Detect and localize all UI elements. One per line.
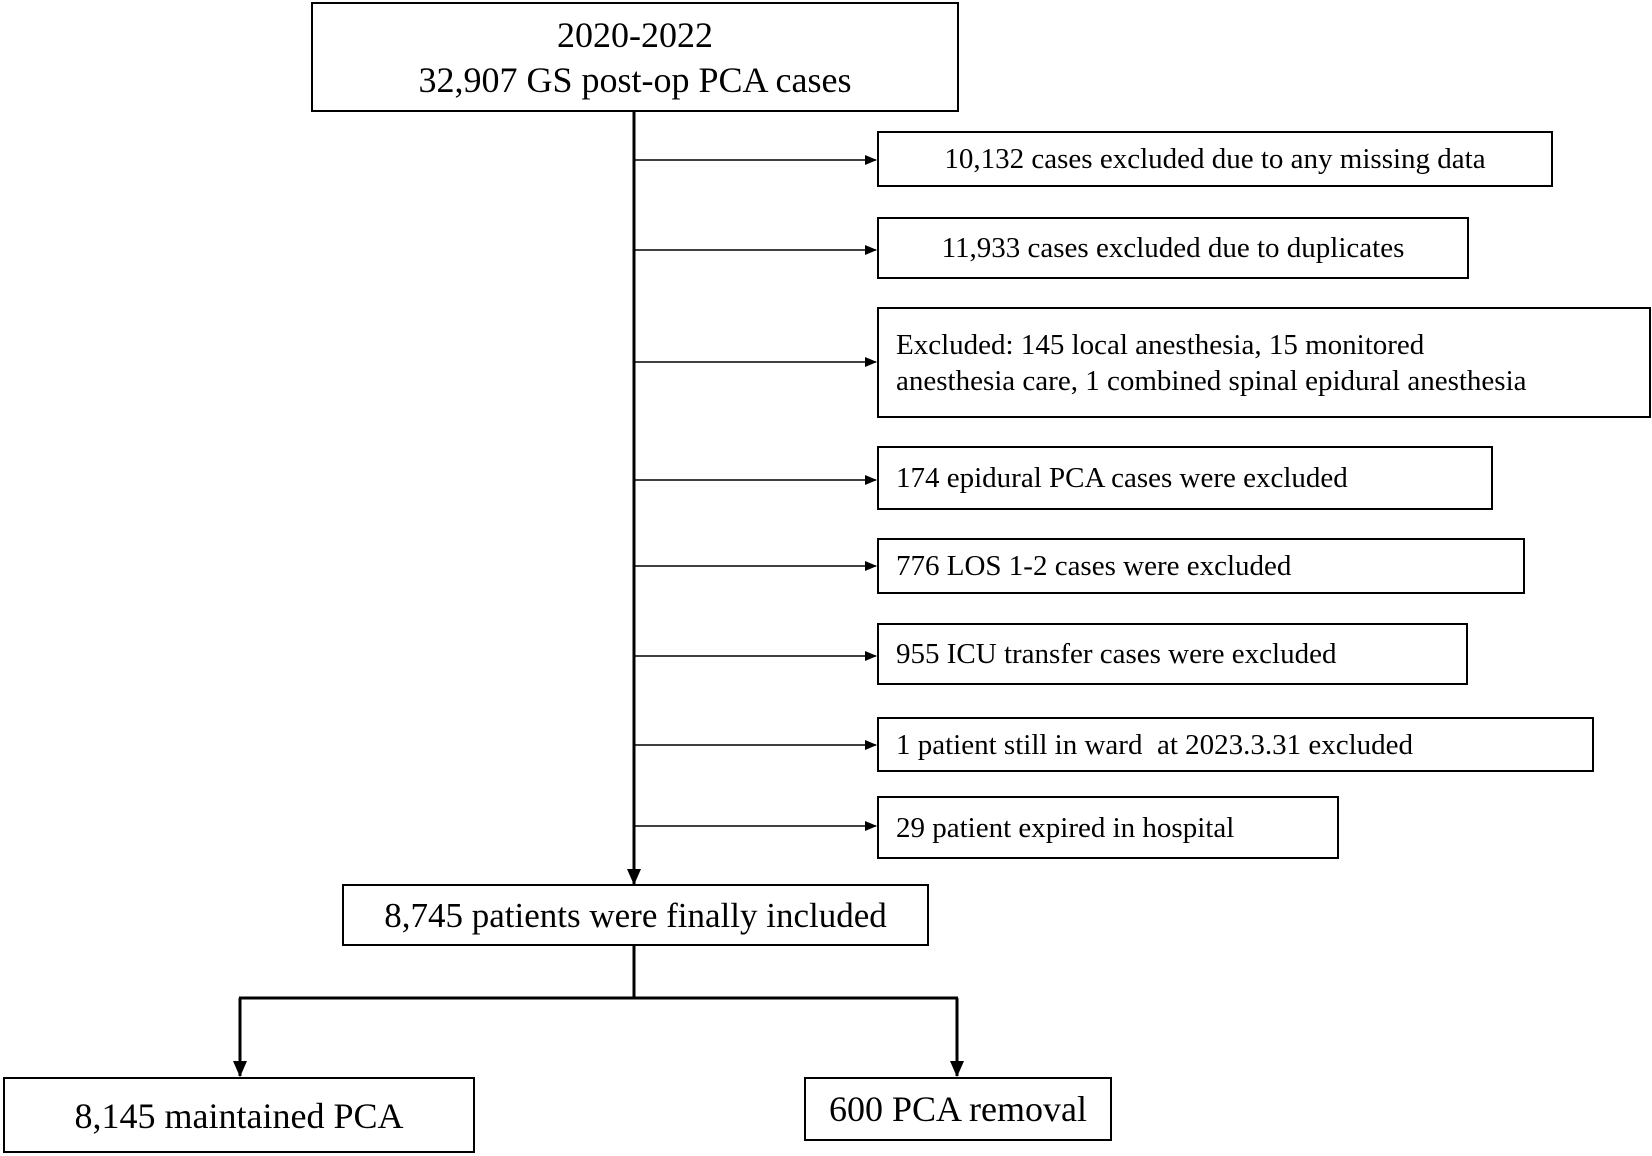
exclusion-box-los: 776 LOS 1-2 cases were excluded: [877, 538, 1525, 594]
final-included-text: 8,745 patients were finally included: [384, 896, 887, 935]
start-box: 2020-2022 32,907 GS post-op PCA cases: [311, 2, 959, 112]
exclusion-box-duplicates: 11,933 cases excluded due to duplicates: [877, 217, 1469, 279]
start-years: 2020-2022: [557, 15, 713, 55]
exclusion-text: 776 LOS 1-2 cases were excluded: [896, 550, 1292, 582]
exclusion-box-anesthesia: Excluded: 145 local anesthesia, 15 monit…: [877, 307, 1651, 418]
exclusion-text: 11,933 cases excluded due to duplicates: [941, 232, 1405, 264]
outcome-text: 600 PCA removal: [829, 1089, 1087, 1129]
exclusion-box-ward: 1 patient still in ward at 2023.3.31 exc…: [877, 717, 1594, 772]
start-cases: 32,907 GS post-op PCA cases: [418, 60, 852, 100]
outcome-text: 8,145 maintained PCA: [74, 1096, 404, 1136]
exclusion-box-epidural: 174 epidural PCA cases were excluded: [877, 446, 1493, 510]
outcome-box-maintained: 8,145 maintained PCA: [3, 1077, 475, 1153]
exclusion-box-expired: 29 patient expired in hospital: [877, 796, 1339, 859]
exclusion-text: 955 ICU transfer cases were excluded: [896, 638, 1337, 670]
exclusion-box-missing-data: 10,132 cases excluded due to any missing…: [877, 131, 1553, 187]
exclusion-text: 10,132 cases excluded due to any missing…: [944, 143, 1486, 175]
exclusion-text: 1 patient still in ward at 2023.3.31 exc…: [896, 729, 1414, 761]
exclusion-text-line1: Excluded: 145 local anesthesia, 15 monit…: [896, 329, 1425, 361]
exclusion-text: 174 epidural PCA cases were excluded: [896, 462, 1348, 494]
outcome-box-removal: 600 PCA removal: [804, 1077, 1112, 1141]
exclusion-text: 29 patient expired in hospital: [896, 812, 1235, 844]
exclusion-box-icu: 955 ICU transfer cases were excluded: [877, 623, 1468, 685]
final-included-box: 8,745 patients were finally included: [342, 884, 929, 946]
exclusion-text-line2: anesthesia care, 1 combined spinal epidu…: [896, 365, 1527, 397]
